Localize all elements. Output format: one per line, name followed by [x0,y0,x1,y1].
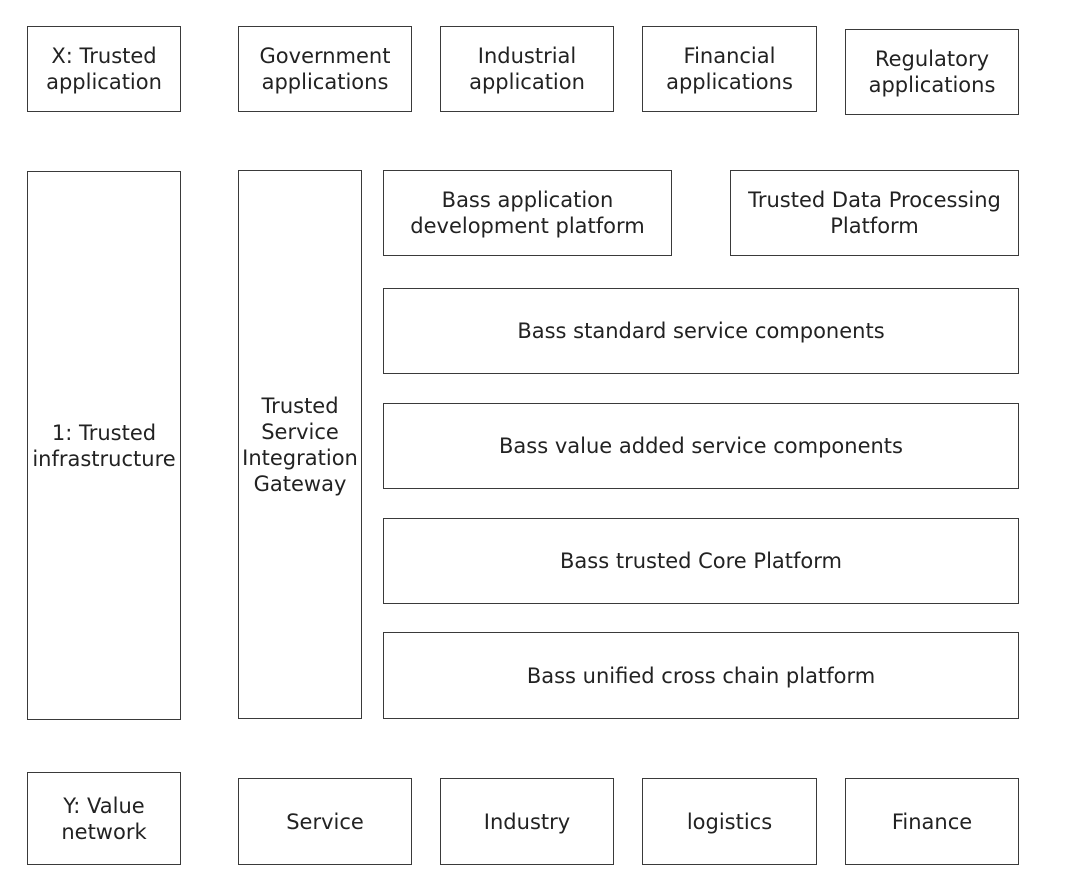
bass-application-development-platform-text: Bass application development platform [410,188,645,238]
financial-applications-box: Financial applications [642,26,817,112]
industrial-application-box: Industrial application [440,26,614,112]
service-text: Service [286,809,364,834]
trusted-application-layer-label: X: Trusted application [27,26,181,112]
bass-unified-cross-chain-platform-text: Bass unified cross chain platform [526,663,876,688]
trusted-application-label-text: X: Trusted application [46,44,162,94]
trusted-service-integration-gateway-box: Trusted Service Integration Gateway [238,170,362,719]
industry-text: Industry [483,809,571,834]
bass-value-added-service-components-text: Bass value added service components [499,434,903,458]
value-network-label-text: Y: Value network [61,793,147,844]
government-applications-box: Government applications [238,26,412,112]
bass-trusted-core-platform-text: Bass trusted Core Platform [560,549,842,573]
trusted-infrastructure-box: 1: Trusted infrastructure [27,171,181,720]
bass-application-development-platform-box: Bass application development platform [383,170,672,256]
service-box: Service [238,778,412,865]
trusted-data-processing-platform-box: Trusted Data Processing Platform [730,170,1019,256]
government-applications-text: Government applications [259,44,391,94]
bass-trusted-core-platform-box: Bass trusted Core Platform [383,518,1019,604]
bass-standard-service-components-box: Bass standard service components [383,288,1019,374]
value-network-layer-label: Y: Value network [27,772,181,865]
industry-box: Industry [440,778,614,865]
trusted-service-integration-gateway-text: Trusted Service Integration Gateway [242,393,358,496]
finance-box: Finance [845,778,1019,865]
regulatory-applications-box: Regulatory applications [845,29,1019,115]
trusted-infrastructure-text: 1: Trusted infrastructure [32,420,176,471]
finance-text: Finance [891,809,973,834]
bass-value-added-service-components-box: Bass value added service components [383,403,1019,489]
bass-standard-service-components-text: Bass standard service components [517,319,885,343]
industrial-application-text: Industrial application [469,44,585,94]
trusted-data-processing-platform-text: Trusted Data Processing Platform [748,188,1001,238]
regulatory-applications-text: Regulatory applications [868,47,996,97]
financial-applications-text: Financial applications [666,44,793,94]
logistics-text: logistics [686,809,773,834]
logistics-box: logistics [642,778,817,865]
bass-unified-cross-chain-platform-box: Bass unified cross chain platform [383,632,1019,719]
